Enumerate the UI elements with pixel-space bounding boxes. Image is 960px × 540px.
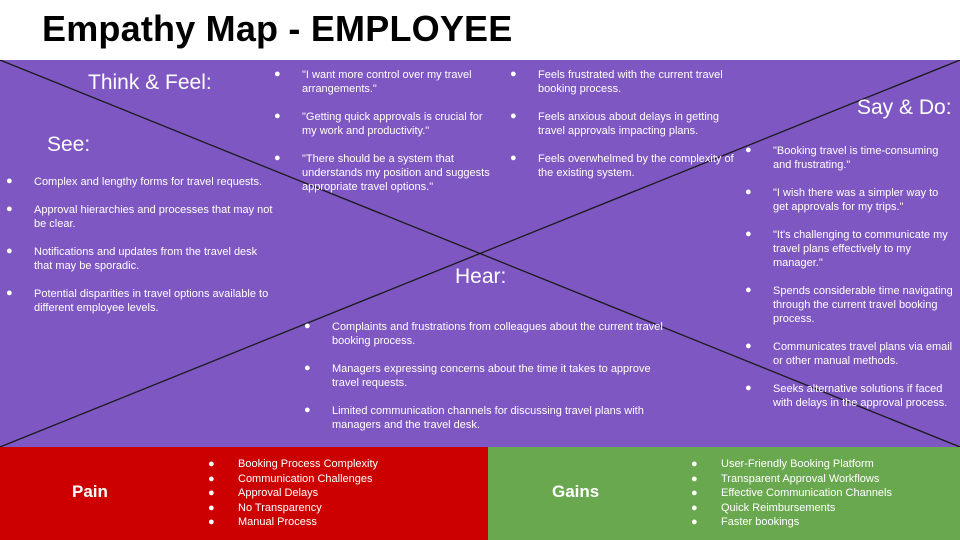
- bullet-icon: ●: [745, 382, 752, 394]
- pain-title: Pain: [72, 482, 108, 501]
- list-item: ●Limited communication channels for disc…: [304, 404, 644, 431]
- list-item: ●Communicates travel plans via email or …: [745, 340, 953, 367]
- list-item: ●"I want more control over my travel arr…: [274, 68, 472, 95]
- list-item: ●"Booking travel is time-consuming and f…: [745, 144, 939, 171]
- feel-list: ●Feels frustrated with the current trave…: [508, 68, 738, 194]
- pain-panel: Pain ●Booking Process Complexity ●Commun…: [0, 447, 488, 540]
- diagonal-lines: [0, 60, 960, 447]
- list-item: ●Complaints and frustrations from collea…: [304, 320, 663, 347]
- bullet-icon: ●: [745, 228, 752, 240]
- bullet-icon: ●: [691, 516, 698, 528]
- bullet-icon: ●: [691, 501, 698, 514]
- bullet-icon: ●: [6, 287, 13, 299]
- list-item: ●Feels frustrated with the current trave…: [510, 68, 723, 95]
- bullet-icon: ●: [691, 487, 698, 499]
- hear-list: ●Complaints and frustrations from collea…: [302, 320, 666, 446]
- empathy-map: Think & Feel: See: Say & Do: Hear: ●"I w…: [0, 60, 960, 447]
- list-item: ●Transparent Approval Workflows: [691, 472, 880, 485]
- bullet-icon: ●: [304, 362, 311, 374]
- gains-title: Gains: [552, 482, 600, 501]
- bullet-icon: ●: [510, 152, 517, 164]
- bullet-icon: ●: [208, 516, 215, 528]
- list-item: ●Notifications and updates from the trav…: [6, 245, 258, 272]
- list-item: ●User-Friendly Booking Platform: [691, 458, 874, 470]
- bullet-icon: ●: [745, 186, 752, 198]
- bullet-icon: ●: [745, 284, 752, 296]
- bullet-icon: ●: [6, 175, 13, 187]
- list-item: ●Approval Delays: [208, 487, 319, 499]
- list-item: ●Faster bookings: [691, 516, 800, 528]
- list-item: ●Manual Process: [208, 516, 317, 528]
- list-item: ●Booking Process Complexity: [208, 458, 379, 470]
- list-item: ●No Transparency: [208, 501, 322, 514]
- think-feel-label: Think & Feel:: [88, 71, 212, 94]
- say-do-list: ●"Booking travel is time-consuming and f…: [743, 144, 953, 424]
- list-item: ●Communication Challenges: [208, 472, 373, 485]
- list-item: ●Quick Reimbursements: [691, 501, 836, 514]
- list-item: ●Seeks alternative solutions if faced wi…: [745, 382, 948, 409]
- bullet-icon: ●: [691, 472, 698, 485]
- list-item: ●Managers expressing concerns about the …: [304, 362, 651, 389]
- see-label: See:: [47, 133, 91, 156]
- list-item: ●Effective Communication Channels: [691, 487, 892, 499]
- bullet-icon: ●: [208, 472, 215, 485]
- bullet-icon: ●: [691, 458, 698, 470]
- list-item: ●"Getting quick approvals is crucial for…: [274, 110, 483, 137]
- bullet-icon: ●: [274, 110, 281, 122]
- bullet-icon: ●: [745, 340, 752, 352]
- bullet-icon: ●: [6, 245, 13, 257]
- list-item: ●"There should be a system that understa…: [274, 152, 490, 193]
- bullet-icon: ●: [510, 110, 517, 122]
- gains-panel: Gains ●User-Friendly Booking Platform ●T…: [488, 447, 960, 540]
- bullet-icon: ●: [208, 501, 215, 514]
- bullet-icon: ●: [274, 152, 281, 164]
- think-list: ●"I want more control over my travel arr…: [272, 68, 500, 208]
- hear-label: Hear:: [455, 265, 507, 288]
- list-item: ●Approval hierarchies and processes that…: [6, 203, 273, 230]
- bullet-icon: ●: [510, 68, 517, 80]
- page-title: Empathy Map - EMPLOYEE: [42, 8, 513, 49]
- bullet-icon: ●: [745, 144, 752, 156]
- bullet-icon: ●: [304, 320, 311, 332]
- list-item: ●Feels anxious about delays in getting t…: [510, 110, 720, 137]
- bullet-icon: ●: [208, 458, 215, 470]
- list-item: ●Complex and lengthy forms for travel re…: [6, 175, 263, 188]
- list-item: ●Spends considerable time navigating thr…: [745, 284, 953, 325]
- list-item: ●"It's challenging to communicate my tra…: [745, 228, 948, 269]
- say-do-label: Say & Do:: [857, 96, 952, 119]
- list-item: ●"I wish there was a simpler way to get …: [745, 186, 939, 213]
- bullet-icon: ●: [274, 68, 281, 80]
- diagonal-line-up: [0, 60, 960, 447]
- bullet-icon: ●: [6, 203, 13, 215]
- list-item: ●Potential disparities in travel options…: [6, 287, 269, 314]
- list-item: ●Feels overwhelmed by the complexity of …: [510, 152, 734, 179]
- pain-list: ●Booking Process Complexity ●Communicati…: [206, 457, 378, 530]
- gains-list: ●User-Friendly Booking Platform ●Transpa…: [689, 457, 892, 530]
- bullet-icon: ●: [208, 487, 215, 499]
- see-list: ●Complex and lengthy forms for travel re…: [4, 175, 276, 329]
- bullet-icon: ●: [304, 404, 311, 416]
